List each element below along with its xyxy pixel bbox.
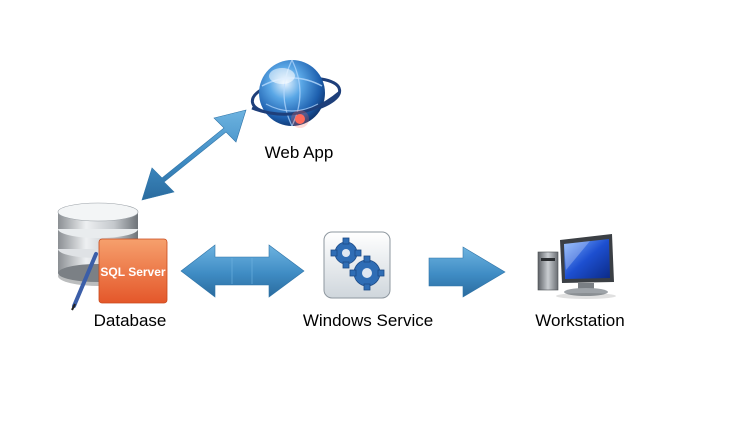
arrow-service-workstation	[428, 246, 506, 298]
arrow-database-webapp	[141, 109, 247, 201]
monitor-icon	[537, 234, 616, 299]
globe-icon	[250, 59, 342, 128]
gears-icon	[323, 231, 391, 299]
arrow-database-service	[180, 244, 305, 298]
sql-server-badge-text: SQL Server	[100, 265, 165, 279]
database-icon: SQL Server	[57, 202, 168, 311]
database-label: Database	[93, 311, 167, 330]
web-app-label: Web App	[264, 143, 334, 162]
windows-service-label: Windows Service	[302, 311, 434, 330]
workstation-label: Workstation	[535, 311, 625, 330]
